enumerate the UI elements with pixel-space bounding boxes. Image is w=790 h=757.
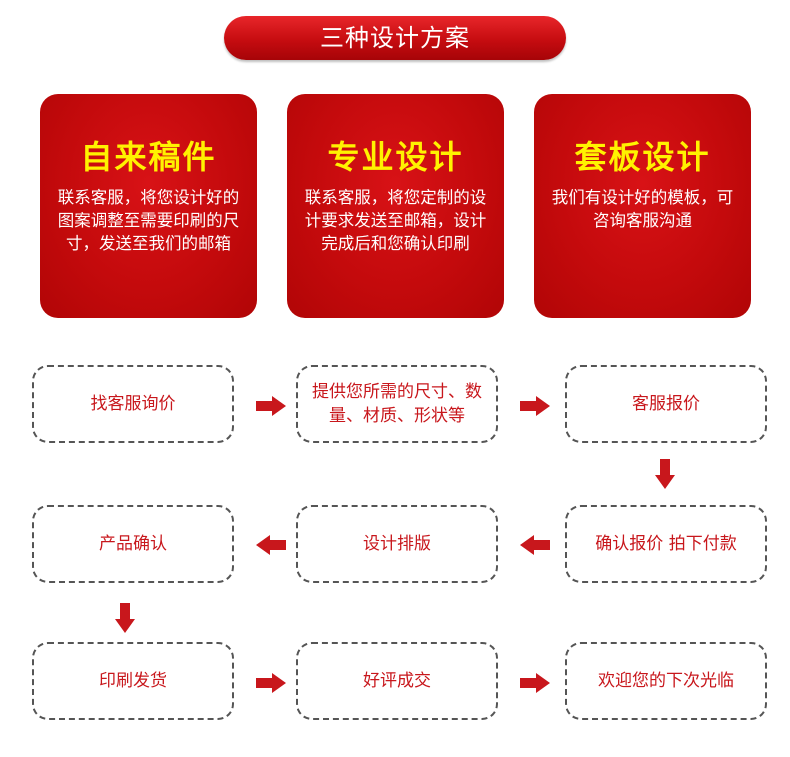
card-self-artwork: 自来稿件 联系客服，将您设计好的图案调整至需要印刷的尺寸，发送至我们的邮箱	[40, 94, 257, 318]
card-professional-design: 专业设计 联系客服，将您定制的设计要求发送至邮箱，设计完成后和您确认印刷	[287, 94, 504, 318]
step-confirm-pay: 确认报价 拍下付款	[565, 505, 767, 583]
step-quote: 客服报价	[565, 365, 767, 443]
arrow-down-icon	[655, 459, 675, 489]
card-description: 联系客服，将您设计好的图案调整至需要印刷的尺寸，发送至我们的邮箱	[57, 188, 240, 253]
banner-title: 三种设计方案	[224, 16, 566, 60]
step-product-confirm: 产品确认	[32, 505, 234, 583]
arrow-right-icon	[256, 396, 286, 416]
arrow-right-icon	[520, 673, 550, 693]
arrow-left-icon	[256, 535, 286, 555]
card-title: 套板设计	[574, 138, 711, 176]
step-welcome-back: 欢迎您的下次光临	[565, 642, 767, 720]
card-description: 联系客服，将您定制的设计要求发送至邮箱，设计完成后和您确认印刷	[304, 188, 487, 253]
step-design-layout: 设计排版	[296, 505, 498, 583]
card-description: 我们有设计好的模板，可咨询客服沟通	[551, 188, 734, 230]
card-title: 专业设计	[327, 138, 464, 176]
arrow-left-icon	[520, 535, 550, 555]
step-good-review: 好评成交	[296, 642, 498, 720]
step-print-ship: 印刷发货	[32, 642, 234, 720]
arrow-down-icon	[115, 603, 135, 633]
arrow-right-icon	[520, 396, 550, 416]
arrow-right-icon	[256, 673, 286, 693]
step-provide-specs: 提供您所需的尺寸、数量、材质、形状等	[296, 365, 498, 443]
card-template-design: 套板设计 我们有设计好的模板，可咨询客服沟通	[534, 94, 751, 318]
step-ask-price: 找客服询价	[32, 365, 234, 443]
card-title: 自来稿件	[80, 138, 217, 176]
